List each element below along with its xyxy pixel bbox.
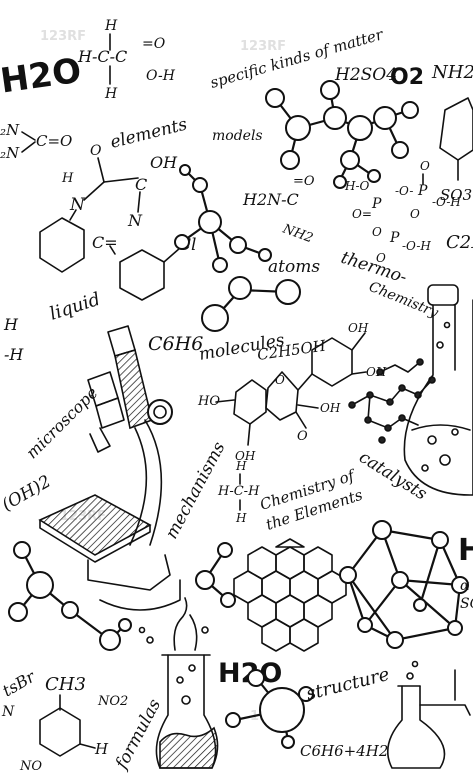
water-model — [225, 669, 314, 749]
microscope-icon — [38, 325, 181, 611]
svg-text:C=: C= — [92, 233, 118, 252]
svg-text:=O: =O — [142, 36, 166, 52]
models-label: models — [212, 128, 263, 144]
molecule-model-top — [265, 80, 419, 189]
svg-text:C: C — [135, 175, 147, 194]
benzene-right-top — [439, 97, 473, 161]
molecule-model-mid — [195, 542, 236, 608]
svg-text:-O-: -O- — [395, 184, 413, 198]
hexagon-lattice-icon — [233, 538, 347, 652]
svg-text:OH: OH — [348, 321, 369, 335]
svg-text:H: H — [104, 86, 118, 102]
svg-text:123RF: 123RF — [240, 39, 286, 54]
svg-text:H: H — [94, 740, 109, 758]
svg-text:O: O — [410, 207, 420, 221]
svg-text:-O-H: -O-H — [402, 239, 431, 253]
oh2-label: (OH)2 — [0, 472, 54, 516]
svg-text:H: H — [104, 18, 118, 34]
svg-text:O=: O= — [352, 207, 372, 221]
methane-structure: H H-C-H H — [217, 459, 260, 525]
catalysts-label: catalysts — [355, 447, 430, 504]
svg-text:O-H: O-H — [146, 68, 176, 84]
h2o-top-label: H2O — [0, 51, 84, 102]
liquid-label: liquid — [47, 289, 103, 325]
svg-text:α: α — [460, 578, 470, 594]
svg-text:-O-H: -O-H — [432, 195, 461, 209]
svg-text:O: O — [275, 373, 285, 387]
organic-structure-left: H N O C OH N C= Cl — [39, 143, 196, 301]
svg-text:O: O — [420, 159, 430, 173]
svg-text:N: N — [1, 704, 15, 720]
acetic-acid-structure: H H-C-C =O O-H H — [77, 18, 176, 102]
nh2b-label: NH2 — [280, 221, 315, 246]
svg-text:H: H — [61, 171, 74, 186]
no2-label: NO2 — [97, 694, 128, 709]
svg-text:O: O — [376, 251, 386, 265]
so3-label: SO3 — [440, 186, 472, 204]
crystal-lattice-icon — [339, 520, 469, 649]
svg-text:N: N — [127, 211, 143, 230]
c6h6-eq-label: C6H6+4H2 — [300, 742, 388, 760]
svg-text:O: O — [90, 143, 102, 159]
svg-text:H: H — [3, 315, 19, 334]
svg-text:H: H — [458, 533, 473, 568]
br-label: tsBr — [0, 666, 39, 700]
svg-text:H: H — [235, 511, 247, 525]
svg-text:N: N — [69, 195, 86, 215]
c6h6-label: C6H6 — [148, 333, 203, 355]
svg-text:OH: OH — [150, 153, 178, 172]
atoms-label: atoms — [268, 257, 320, 277]
svg-text:P: P — [389, 230, 400, 246]
svg-text:P: P — [371, 196, 382, 212]
nh2-label: NH2 — [431, 62, 473, 83]
benzene-ring-1 — [39, 217, 85, 273]
svg-text:NO: NO — [19, 759, 42, 773]
svg-text:SC: SC — [460, 596, 473, 612]
microscope-label: microscope — [22, 383, 101, 462]
svg-text:H-O: H-O — [344, 179, 370, 193]
svg-text:₂N: ₂N — [0, 121, 20, 139]
svg-text:HO: HO — [197, 394, 220, 409]
svg-text:H-C-H: H-C-H — [217, 484, 260, 499]
flask-bottom-right — [386, 660, 471, 769]
polyphenol-structure: OH OH O HO O OH OH — [197, 321, 387, 463]
svg-text:OH: OH — [235, 449, 256, 463]
c2h-label: C2H — [446, 232, 473, 253]
o2-label: O2 — [390, 65, 424, 90]
tetrahedral-model — [174, 164, 272, 273]
benzene-bottom-left: H N NO — [1, 694, 109, 773]
molecule-model-left — [8, 541, 132, 651]
phosphate-chain: H-O P -O- P -O-H O O= O P -O-H O O — [344, 159, 461, 265]
flask-icon — [403, 284, 473, 496]
svg-text:-H: -H — [4, 345, 24, 364]
svg-text:C=O: C=O — [36, 132, 72, 150]
svg-text:H: H — [235, 459, 247, 473]
h2so4-label: H2SO4 — [334, 65, 397, 85]
svg-text:P: P — [417, 183, 428, 199]
svg-text:H-C-C: H-C-C — [77, 47, 127, 66]
svg-text:123RF: 123RF — [40, 29, 86, 44]
h2n-c-label: H2N-C — [242, 190, 299, 209]
network-molecule — [348, 358, 436, 444]
beaker-icon — [138, 597, 219, 769]
benzene-ring-2 — [119, 249, 165, 301]
svg-text:O: O — [372, 225, 382, 239]
svg-text:₂N: ₂N — [0, 144, 20, 162]
left-amide: ₂N ₂N C=O — [0, 121, 72, 162]
svg-text:O: O — [297, 429, 308, 444]
structure-label: structure — [304, 664, 391, 705]
svg-text:=O: =O — [293, 174, 315, 189]
elements-label: elements — [108, 114, 189, 152]
ch3-label: CH3 — [45, 674, 86, 695]
o2-molecule-model — [201, 276, 301, 332]
svg-text:OH: OH — [320, 401, 341, 415]
